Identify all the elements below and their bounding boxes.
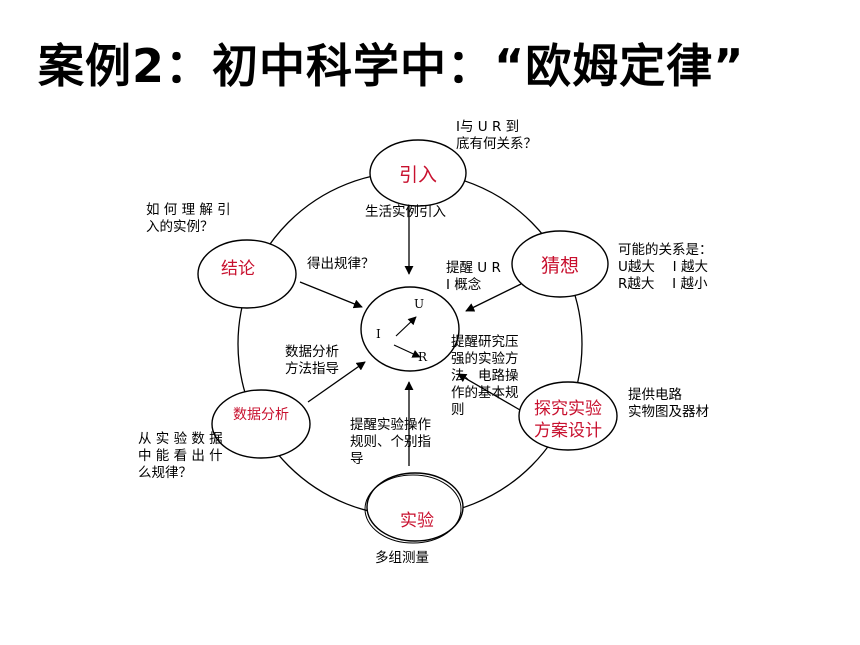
page-title: 案例2：初中科学中：“欧姆定律”	[38, 39, 745, 93]
center-u: U	[414, 297, 425, 311]
node-conclusion	[197, 239, 297, 309]
hypothesis-note-2: U越大 I 越大	[618, 259, 708, 275]
center-circle	[360, 286, 460, 372]
remind-uri-2: I 概念	[446, 277, 482, 293]
remind-experiment-2: 规则、个别指	[350, 434, 431, 450]
center-i: I	[376, 327, 381, 341]
node-conclusion-label: 结论	[221, 259, 255, 279]
analysis-question-2: 中 能 看 出 什	[138, 448, 223, 464]
arrow-center-conclusion	[299, 281, 363, 309]
node-hypothesis-label: 猜想	[540, 255, 579, 277]
center-arrow-r	[393, 344, 421, 358]
hypothesis-note-1: 可能的关系是：	[618, 242, 713, 258]
arrow-hypothesis-center	[465, 283, 522, 312]
node-analysis	[211, 389, 311, 459]
conclusion-question-2: 入的实例？	[146, 219, 214, 235]
experiment-note: 多组测量	[375, 550, 429, 566]
remind-uri-1: 提醒 U R	[446, 260, 501, 276]
node-experiment	[366, 472, 464, 542]
node-design-label-1: 探究实验	[534, 399, 602, 419]
center-r: R	[418, 350, 428, 364]
remind-method-2: 强的实验方	[451, 351, 519, 367]
node-design	[518, 381, 618, 451]
analysis-question-3: 么规律？	[138, 465, 192, 481]
intro-example: 生活实例引入	[365, 204, 446, 220]
node-intro-label: 引入	[398, 164, 437, 186]
arrow-design-center	[457, 373, 521, 411]
conclusion-question-1: 如 何 理 解 引	[146, 202, 231, 218]
node-intro	[369, 139, 467, 207]
node-experiment-outline	[364, 474, 462, 544]
node-hypothesis	[511, 230, 609, 298]
remind-method-4: 作的基本规	[451, 385, 519, 401]
node-analysis-label: 数据分析	[233, 407, 289, 423]
analysis-guide-1: 数据分析	[285, 344, 339, 360]
design-support-2: 实物图及器材	[628, 404, 709, 420]
analysis-guide-2: 方法指导	[285, 361, 339, 377]
remind-method-3: 法、电路操	[451, 368, 519, 384]
node-experiment-label: 实验	[400, 511, 434, 531]
arrow-analysis-center	[307, 361, 366, 403]
analysis-question-1: 从 实 验 数 据	[138, 431, 223, 447]
remind-method-1: 提醒研究压	[451, 334, 519, 350]
node-design-label-2: 方案设计	[534, 421, 602, 441]
design-support-1: 提供电路	[628, 387, 682, 403]
hypothesis-note-3: R越大 I 越小	[618, 276, 708, 292]
remind-experiment-1: 提醒实验操作	[350, 417, 431, 433]
remind-method-5: 则	[451, 402, 465, 418]
conclusion-hint: 得出规律？	[307, 256, 375, 272]
intro-question-1: I与 U R 到	[456, 119, 520, 135]
intro-question-2: 底有何关系？	[456, 136, 537, 152]
center-arrow-u	[395, 316, 417, 337]
remind-experiment-3: 导	[350, 451, 364, 467]
